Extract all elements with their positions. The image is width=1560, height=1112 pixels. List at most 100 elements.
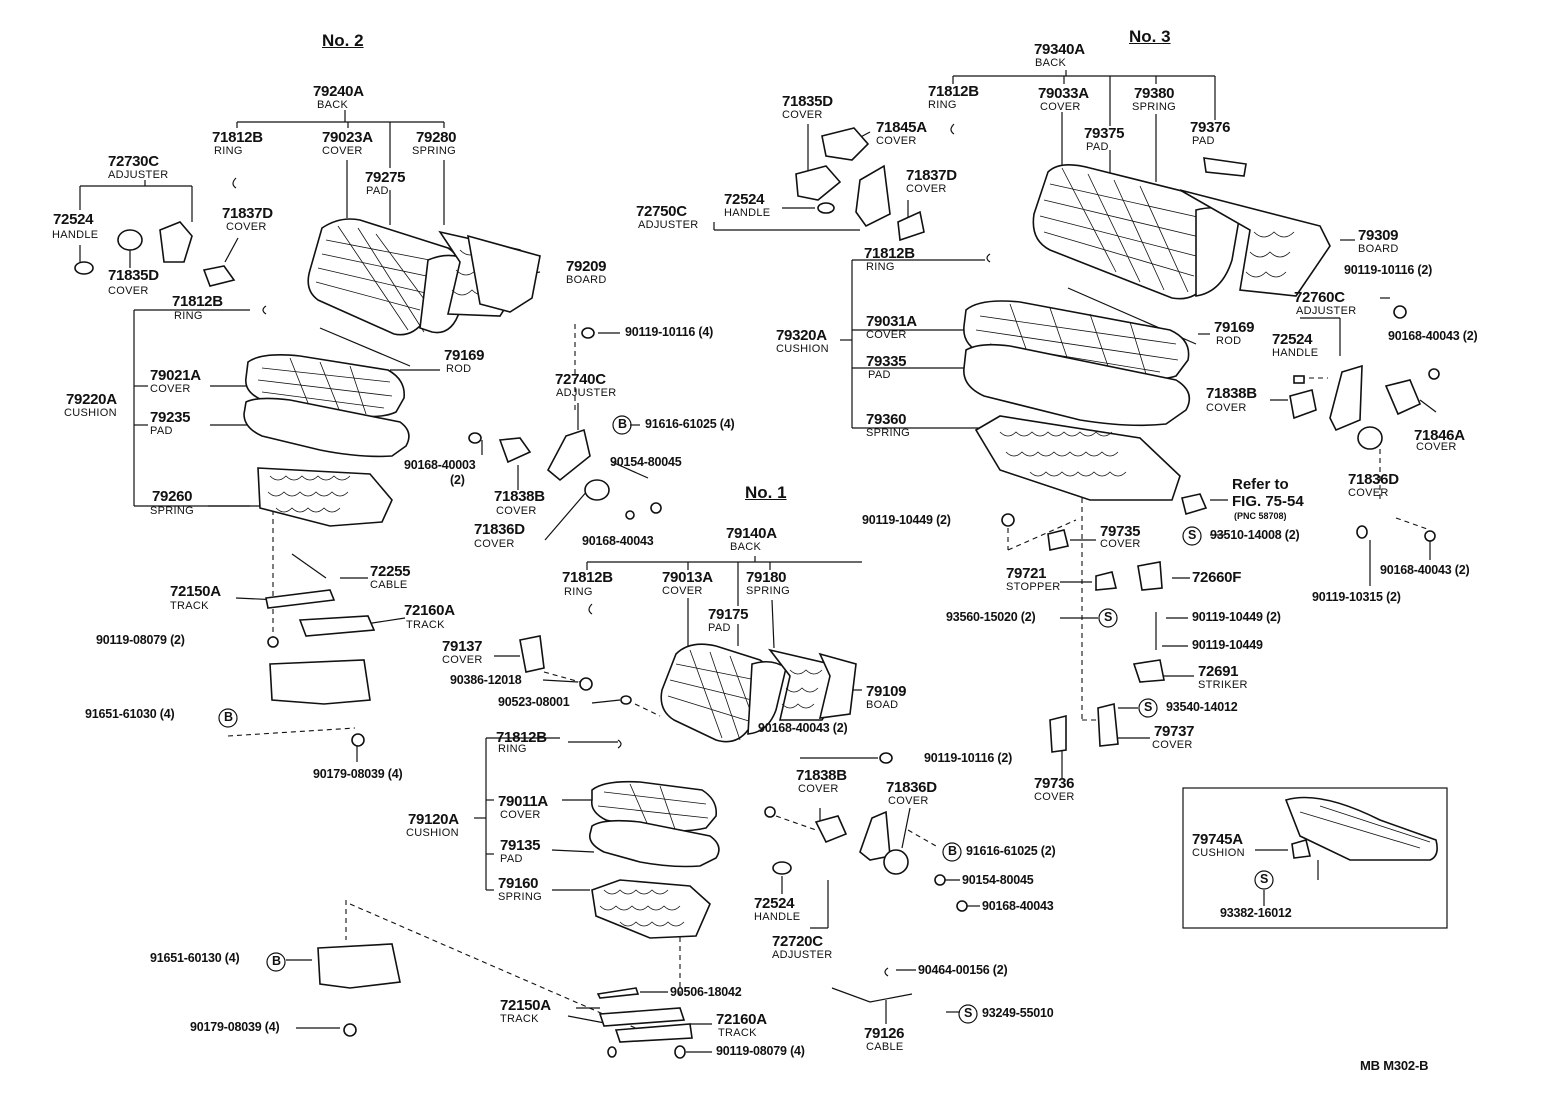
no2-cover71838-pn: 71838B [494,488,545,505]
no1-clip-00156: 90464-00156 (2) [918,963,1008,977]
no3-pad-back-name: PAD [1086,141,1109,153]
no2-spring-cushion-pn: 79260 [152,488,193,505]
no2-cover71835-pn: 71835D [108,267,159,284]
no3-bolt-10315: 90119-10315 (2) [1312,590,1401,604]
no3-cover71836-pn: 71836D [1348,471,1399,488]
no3-pad-back-pn: 79375 [1084,125,1125,142]
no3-handle-b-name: HANDLE [1272,347,1319,359]
symbol-s-1: S [1188,528,1197,542]
no2-adjuster72740-name: ADJUSTER [556,387,617,399]
no2-ring-cushion-pn: 71812B [172,293,223,310]
no2-bolt-08079: 90119-08079 (2) [96,633,185,647]
no2-back-pn: 79240A [313,83,364,100]
no1-track-a-name: TRACK [500,1013,539,1025]
no3-seat-back [1032,157,1331,345]
no2-back-name: BACK [317,99,349,111]
no3-cover79736-pn: 79736 [1034,775,1075,792]
no3-stopper-name: STOPPER [1006,581,1061,593]
no2-handle-pn: 72524 [53,211,94,228]
no1-seat-cushion [588,780,720,939]
no2-cover-cushion-pn: 79021A [150,367,201,384]
no1-ring-cushion-pn: 71812B [496,729,547,746]
no1-spring-18042: 90506-18042 [670,985,742,999]
no3-rod-name: ROD [1216,335,1242,347]
symbol-s-2: S [1104,610,1113,624]
symbol-s-5: S [1260,872,1269,886]
no2-nut-08039: 90179-08039 (4) [313,767,403,781]
no1-cushion-pn: 79120A [408,811,459,828]
no1-pad-back-name: PAD [708,622,731,634]
no3-screw-40043-b: 90168-40043 (2) [1380,563,1470,577]
no2-cover71836-name: COVER [474,538,515,550]
no1-leaders [286,556,980,1053]
no3-handle-b-pn: 72524 [1272,331,1313,348]
no1-pad-cushion-name: PAD [500,853,523,865]
no3-back-name: BACK [1035,57,1067,69]
inset-box [1182,787,1448,929]
no3-cover-cushion-name: COVER [866,329,907,341]
diagram-code: MB M302-B [1360,1058,1429,1073]
no2-ring-back-pn: 71812B [212,129,263,146]
no2-screw-40003-qty: (2) [450,473,465,487]
no2-track-parts [265,553,376,747]
no2-pad-back-pn: 79275 [365,169,406,186]
no1-back-pn: 79140A [726,525,777,542]
no3-screw-14012: 93540-14012 [1166,700,1238,714]
no1-track-parts [317,943,693,1059]
no3-pad79376-name: PAD [1192,135,1215,147]
no2-bolt-10116: 90119-10116 (4) [625,325,714,339]
no3-ring-back-name: RING [928,99,957,111]
no2-spring-back-name: SPRING [412,145,456,157]
no2-track-b-name: TRACK [406,619,445,631]
no1-board-name: BOAD [866,699,899,711]
no3-refer-to: Refer to [1232,476,1289,493]
no3-cover79735-pn: 79735 [1100,523,1141,540]
no3-cover71837-name: COVER [906,183,947,195]
no2-cover71836-pn: 71836D [474,521,525,538]
no3-cover71837-pn: 71837D [906,167,957,184]
no2-spring-cushion-name: SPRING [150,505,194,517]
no2-board-pn: 79209 [566,258,607,275]
no3-cover79737-pn: 79737 [1154,723,1195,740]
no2-screw-40043: 90168-40043 [582,534,654,548]
no3-spring-back-pn: 79380 [1134,85,1175,102]
no1-track-b-pn: 72160A [716,1011,767,1028]
no1-spring-back-name: SPRING [746,585,790,597]
no2-pad-back-name: PAD [366,185,389,197]
no3-lower-parts [1047,529,1165,753]
no2-handle-name: HANDLE [52,229,99,241]
no1-track-a-pn: 72150A [500,997,551,1014]
no1-cover-back-name: COVER [662,585,703,597]
no3-cover-cushion-pn: 79031A [866,313,917,330]
no3-bolt-10449-2b: 90119-10449 (2) [1192,610,1281,624]
no3-fig-ref[interactable]: FIG. 75-54 [1232,493,1304,510]
no3-ring-cushion-name: RING [866,261,895,273]
no3-cushion-name: CUSHION [776,343,829,355]
no3-striker-name: STRIKER [1198,679,1248,691]
no1-cable-name: CABLE [866,1041,904,1053]
no1-spring-cushion-pn: 79160 [498,875,539,892]
no3-back-pn: 79340A [1034,41,1085,58]
no3-part72660-pn: 72660F [1192,569,1242,586]
no3-stopper-pn: 79721 [1006,565,1047,582]
no3-adjuster-pn: 72750C [636,203,687,220]
no2-track-b-pn: 72160A [404,602,455,619]
symbol-s-4: S [964,1006,973,1020]
no1-pad-back-pn: 79175 [708,606,749,623]
symbol-b-4: B [948,844,957,858]
no2-rod-name: ROD [446,363,472,375]
no3-pnc: (PNC 58708) [1234,511,1287,521]
no2-bolt-80045: 90154-80045 [610,455,682,469]
no2-cover-back-pn: 79023A [322,129,373,146]
no3-cover79736-name: COVER [1034,791,1075,803]
no3-board-pn: 79309 [1358,227,1399,244]
no3-board-name: BOARD [1358,243,1399,255]
no1-screw-40043: 90168-40043 (2) [758,721,848,735]
header-no2: No. 2 [322,31,364,50]
no3-rod-pn: 79169 [1214,319,1255,336]
no1-ring-back-name: RING [564,586,593,598]
no3-screw-15020: 93560-15020 (2) [946,610,1036,624]
no1-handle-pn: 72524 [754,895,795,912]
